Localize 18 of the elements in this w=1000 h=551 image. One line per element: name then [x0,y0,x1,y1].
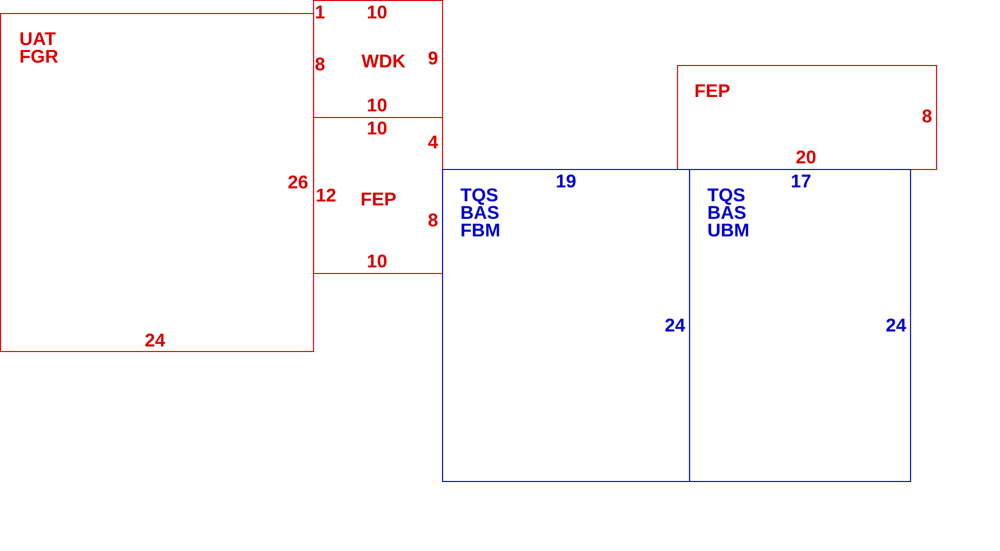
dimension-label: 10 [368,98,386,112]
dimension-label: 4 [428,136,438,148]
dimension-label: 26 [288,175,308,189]
dimension-label: 20 [796,150,816,164]
dimension-label: 10 [368,121,386,135]
dimension-label: 1 [316,6,325,18]
dimension-label: 17 [792,174,810,188]
dimension-label: 8 [315,57,325,71]
dimension-label: 8 [428,213,438,227]
dimension-label: 10 [368,5,386,19]
dimension-label: 24 [665,318,686,332]
dimension-label: 9 [428,51,438,65]
dimension-label: 19 [556,174,576,188]
dimension-label: 24 [886,318,906,332]
dimension-label: 8 [922,109,932,123]
dimension-label: 10 [368,254,386,268]
dimension-label: 12 [316,188,336,202]
dimension-label: 24 [145,334,166,346]
